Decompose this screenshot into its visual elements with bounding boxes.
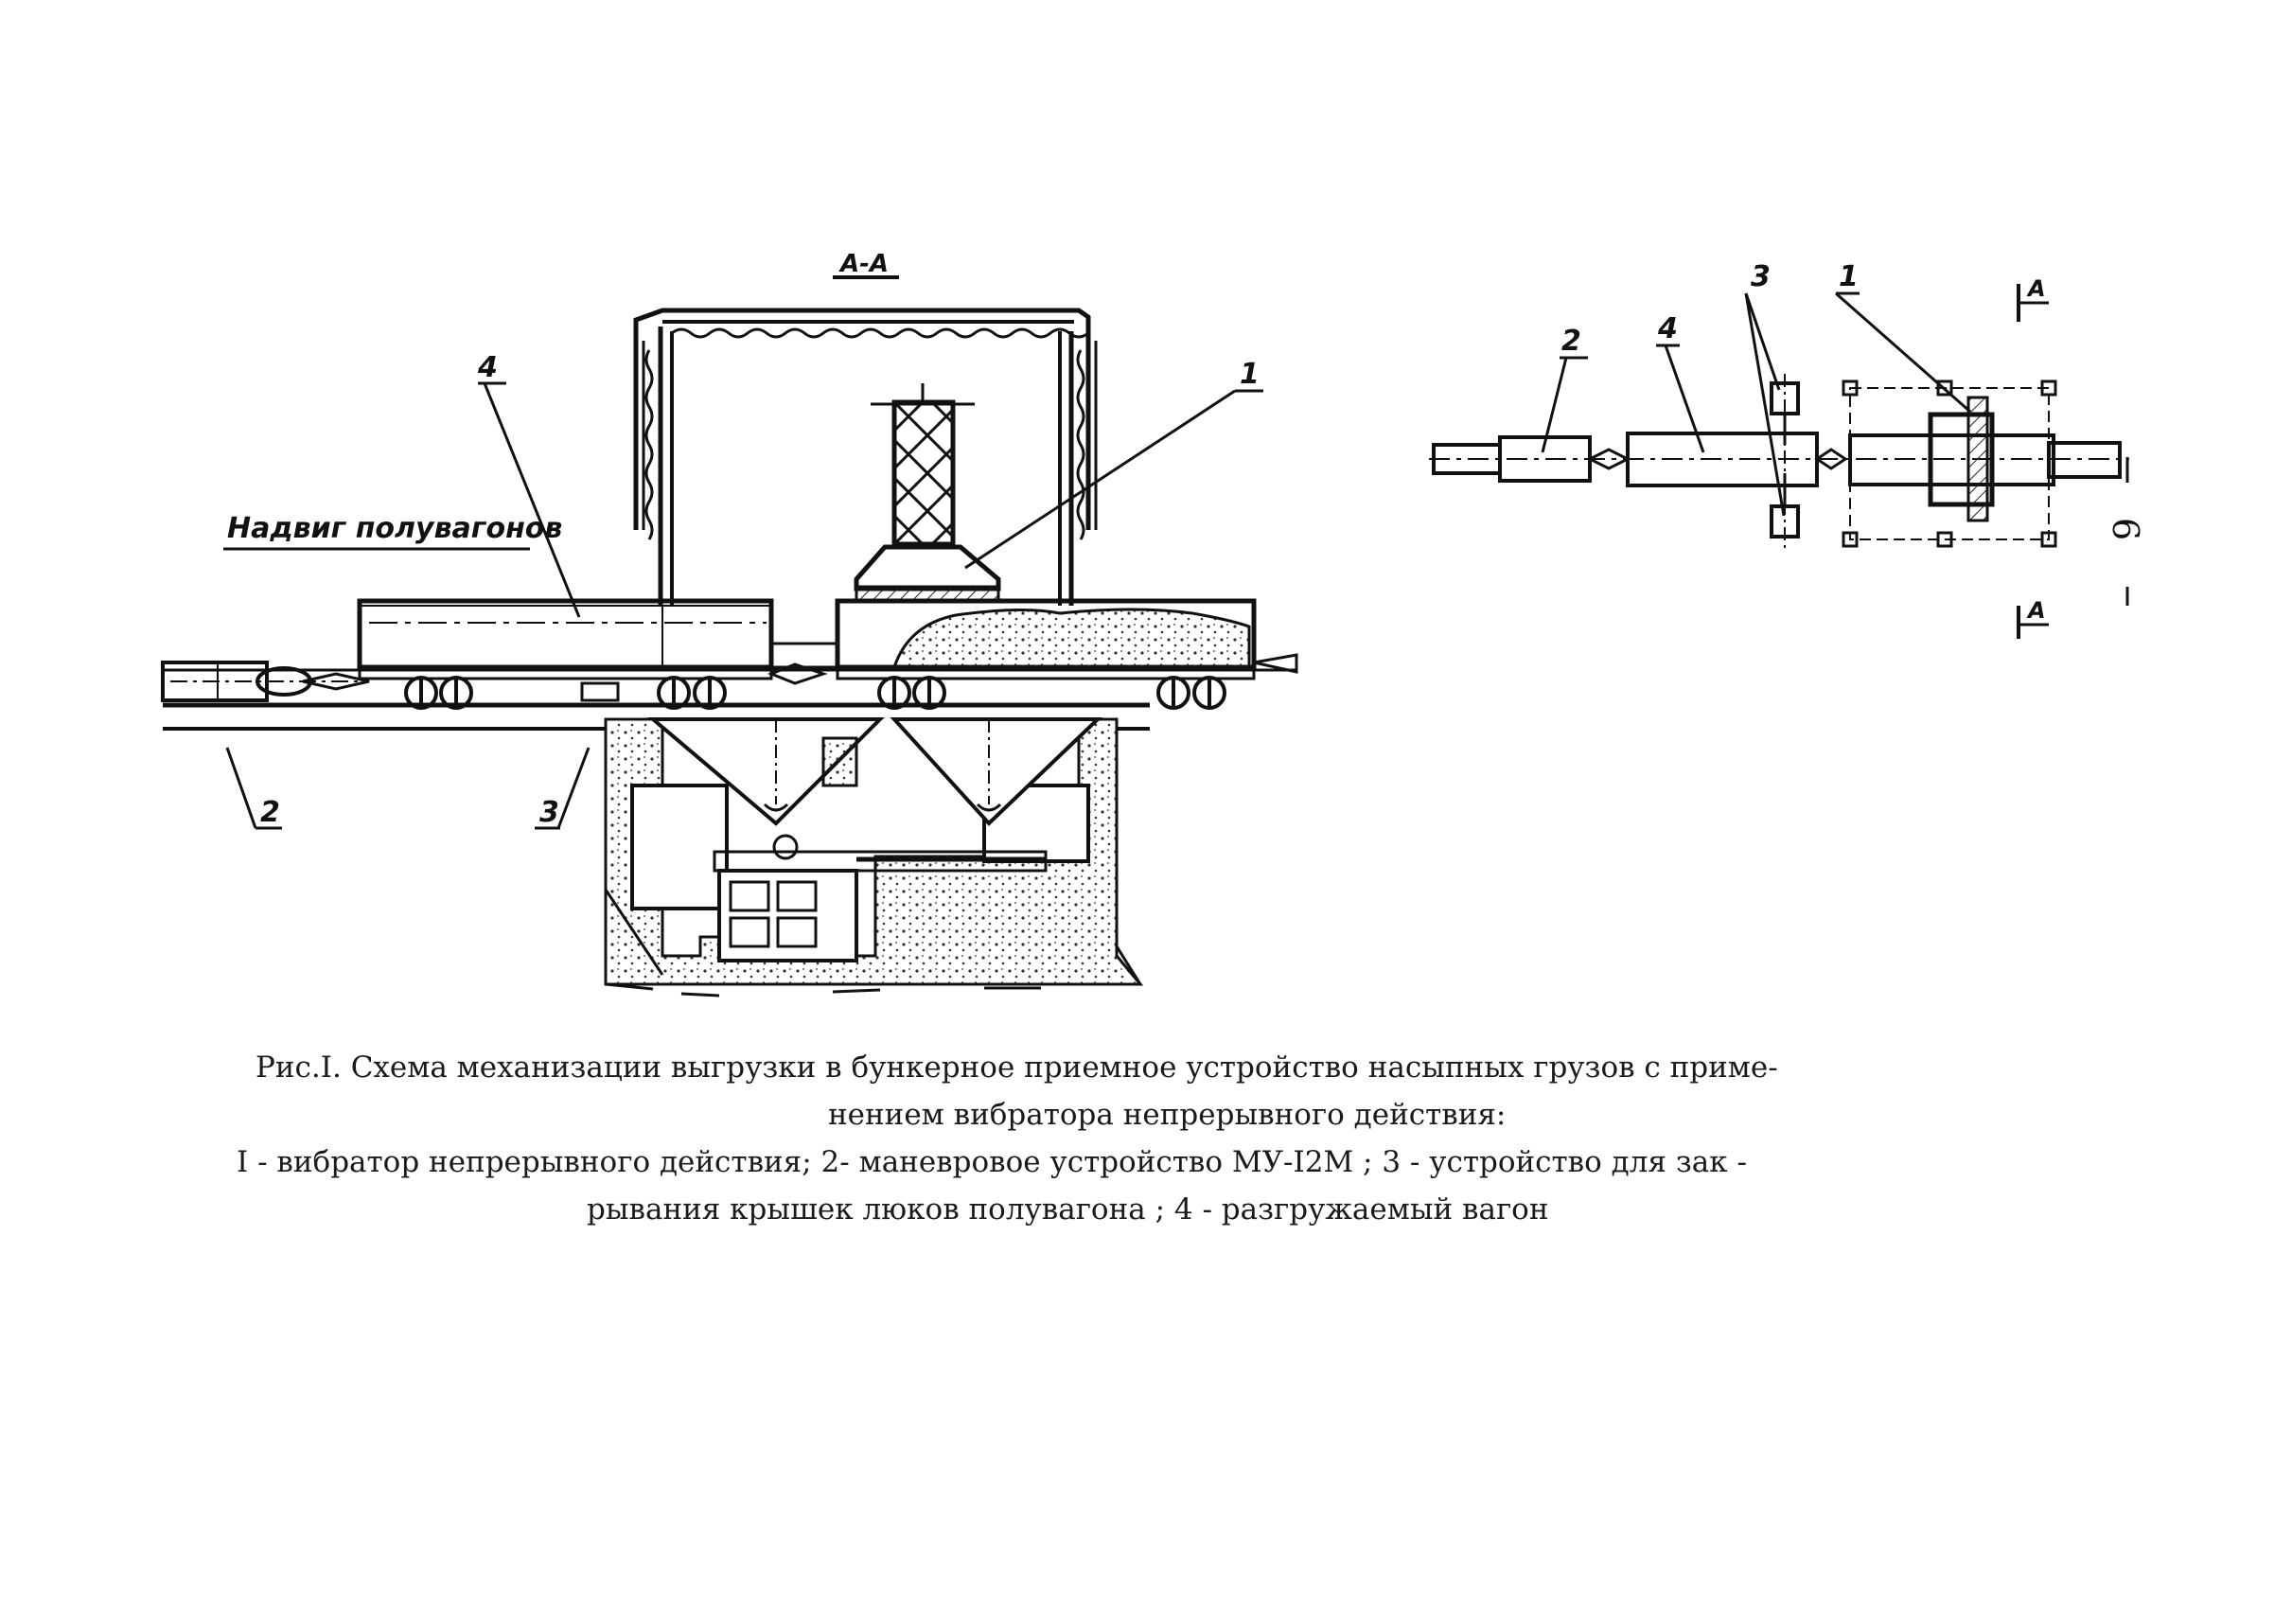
caption-line-3: I - вибратор непрерывного действия; 2- м… [237, 1145, 1747, 1179]
caption-line-4: рывания крышек люков полувагона ; 4 - ра… [587, 1192, 1549, 1227]
label-1-left: 1 [1240, 358, 1260, 391]
shunting-device [161, 661, 370, 702]
label-2-plan: 2 [1561, 325, 1581, 358]
label-4-left: 4 [477, 351, 498, 384]
page-number-group: 6 [2105, 457, 2146, 606]
wagon-unloaded-wheels [877, 676, 1226, 710]
label-1-plan: 1 [1839, 260, 1859, 293]
svg-text:А: А [2026, 275, 2046, 302]
svg-text:А: А [2026, 597, 2046, 624]
vibrator-head [854, 544, 1001, 602]
wagon-4 [357, 598, 774, 710]
label-3-left: 3 [539, 796, 559, 829]
ground-line [163, 668, 1296, 731]
wagon-unloaded [835, 598, 1298, 710]
plan-view: 3 1 2 4 А А [1429, 260, 2129, 639]
section-view-aa: А-А [161, 250, 1298, 997]
label-4-plan: 4 [1657, 312, 1678, 345]
section-mark-bottom: А [2017, 597, 2049, 639]
section-mark-top: А [2017, 275, 2049, 322]
push-label: Надвиг полувагонов [227, 512, 562, 545]
canopy-structure [633, 308, 1098, 606]
page-number: 6 [2105, 518, 2146, 540]
frame-nodes [1842, 380, 2057, 548]
caption-line-1: Рис.I. Схема механизации выгрузки в бунк… [256, 1050, 1778, 1085]
label-2-left: 2 [260, 796, 280, 829]
label-3-plan: 3 [1751, 260, 1771, 293]
caption-line-2: нением вибратора непрерывного действия: [828, 1098, 1507, 1132]
vibrator-tower [871, 383, 975, 547]
section-label-main: А-А [838, 250, 889, 278]
wagon-4-wheels [404, 676, 727, 710]
bunker-pit [604, 717, 1144, 997]
